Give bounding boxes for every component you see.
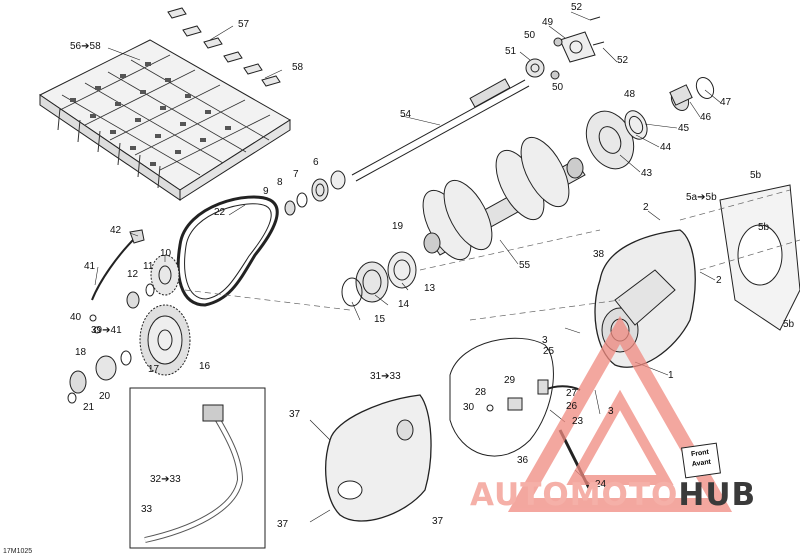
small-bearings (284, 170, 346, 216)
callout-label: 46 (700, 112, 712, 123)
main-shaft (351, 78, 530, 182)
back-plate (719, 184, 800, 331)
callout-label: 17 (148, 364, 160, 375)
callout-label: 5a➔5b (686, 192, 717, 203)
callout-label: 8 (277, 177, 283, 188)
callout-label: 32➔33 (150, 474, 181, 485)
callout-label: 37 (277, 519, 289, 530)
callout-label: 51 (505, 46, 517, 57)
callout-label: 3 (608, 406, 614, 417)
callout-label: 54 (400, 109, 412, 120)
callout-label: 47 (720, 97, 732, 108)
watermark-part2: HUB (678, 477, 757, 513)
callout-label: 15 (374, 314, 386, 325)
track-slide-assembly (39, 39, 291, 201)
callout-label: 28 (475, 387, 487, 398)
callout-label: 44 (660, 142, 672, 153)
diagram-reference: 17M1025 (3, 548, 33, 555)
callout-label: 10 (160, 248, 172, 259)
inset-box (129, 387, 266, 549)
bearing-plate-assembly (525, 16, 605, 80)
callout-label: 39➔41 (91, 325, 122, 336)
callout-label: 52 (617, 55, 629, 66)
drive-axle-sprockets (422, 136, 586, 261)
callout-label: 50 (524, 30, 536, 41)
callout-label: 37 (432, 516, 444, 527)
callout-label: 41 (84, 261, 96, 272)
callout-label: 56➔58 (70, 41, 101, 52)
callout-label: 18 (75, 347, 87, 358)
gears (67, 254, 191, 404)
callout-label: 57 (238, 19, 250, 30)
callout-label: 38 (593, 249, 605, 260)
leader-lines (94, 11, 722, 523)
callout-label: 40 (70, 312, 82, 323)
callout-label: 9 (263, 186, 269, 197)
callout-label: 11 (143, 261, 154, 272)
callout-label: 50 (552, 82, 564, 93)
front-direction-label: Front Avant (681, 442, 721, 479)
callout-label: 49 (542, 17, 554, 28)
watermark-text: AUTOMOTOHUB (470, 480, 756, 511)
callout-label: 42 (110, 225, 122, 236)
watermark-part1: AUTOMOTO (470, 477, 679, 513)
callout-label: 23 (572, 416, 584, 427)
callout-label: 55 (519, 260, 531, 271)
callout-label: 12 (127, 269, 139, 280)
callout-label: 29 (504, 375, 516, 386)
callout-label: 16 (199, 361, 211, 372)
callout-label: 5b (758, 222, 770, 233)
callout-label: 21 (83, 402, 95, 413)
callout-label: 30 (463, 402, 475, 413)
callout-label: 1 (668, 370, 674, 381)
callout-label: 13 (424, 283, 436, 294)
callout-label: 36 (517, 455, 529, 466)
callout-label: 45 (678, 123, 690, 134)
callout-label: 58 (292, 62, 304, 73)
rings-and-bearings (341, 251, 417, 307)
callout-label: 43 (641, 168, 653, 179)
callout-label: 14 (398, 299, 410, 310)
callout-label: 7 (293, 169, 299, 180)
callout-label: 26 (566, 401, 578, 412)
callout-label: 31➔33 (370, 371, 401, 382)
callout-label: 19 (392, 221, 404, 232)
gasket (449, 337, 554, 457)
clip-parts (167, 7, 281, 87)
callout-label: 3 (542, 335, 548, 346)
callout-label: 2 (643, 202, 649, 213)
watermark-triangle (507, 315, 733, 512)
right-bearing-seals (585, 76, 715, 170)
callout-label: 37 (289, 409, 301, 420)
callout-label: 22 (214, 207, 226, 218)
callout-label: 6 (313, 157, 319, 168)
tensioner-arm (89, 229, 145, 334)
drive-belt (176, 195, 279, 307)
chaincase-cover (325, 394, 432, 522)
callout-label: 48 (624, 89, 636, 100)
callout-label: 25 (543, 346, 555, 357)
callout-label: 20 (99, 391, 111, 402)
alignment-lines (184, 189, 800, 321)
callout-label: 2 (716, 275, 722, 286)
callout-label: 5b (783, 319, 795, 330)
callout-label: 24 (595, 479, 607, 490)
callout-label: 5b (750, 170, 762, 181)
callout-label: 33 (141, 504, 153, 515)
callout-label: 52 (571, 2, 583, 13)
callout-label: 27 (566, 388, 578, 399)
